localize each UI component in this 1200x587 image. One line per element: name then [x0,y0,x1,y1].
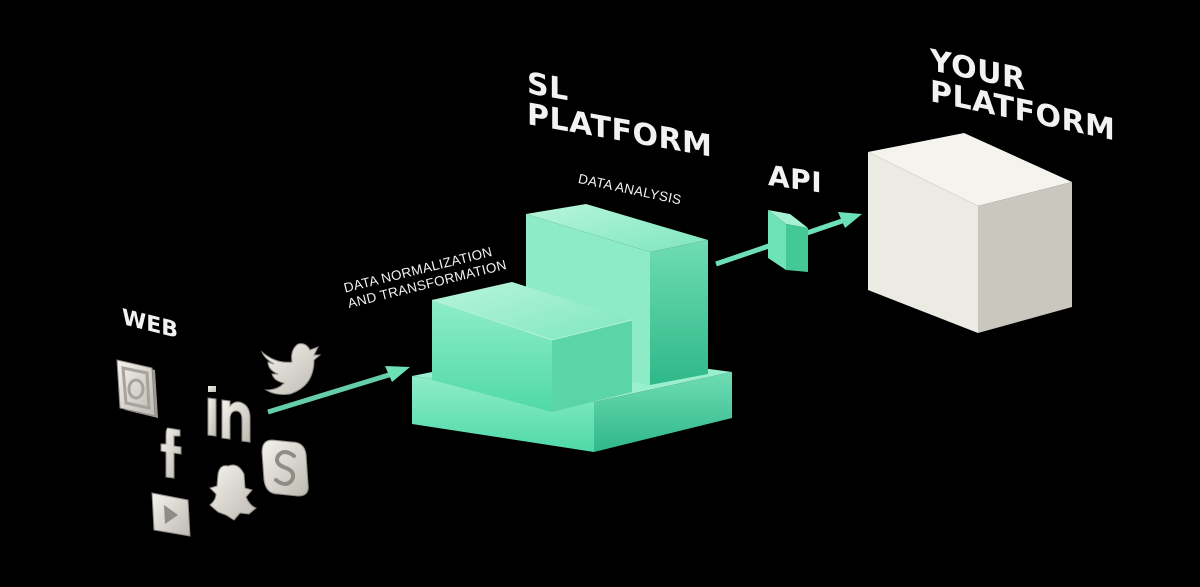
skype-icon [261,439,309,497]
api-label: API [768,159,823,200]
snapchat-icon [209,464,257,521]
instagram-icon [116,359,158,418]
twitter-icon [260,343,322,395]
api-cube [768,210,808,272]
input-arrow [267,366,410,415]
your-platform-block [868,133,1072,333]
linkedin-icon [207,386,251,443]
facebook-icon [160,427,182,479]
youtube-icon [151,492,191,537]
sl-platform-block [412,204,732,452]
